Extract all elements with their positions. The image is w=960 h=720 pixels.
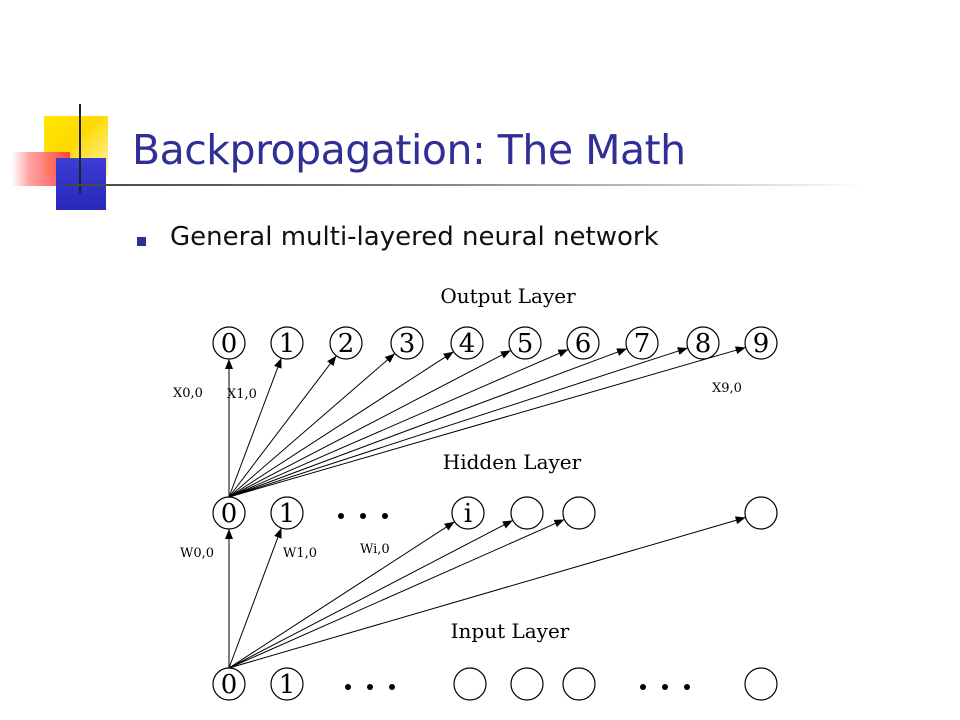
hidden-node-label: 1 — [279, 499, 296, 529]
weight-label-x10: X1,0 — [227, 387, 257, 402]
hidden-to-output-arrow — [228, 346, 746, 498]
output-node-label: 4 — [459, 329, 476, 359]
hidden-node — [562, 496, 596, 530]
hidden-to-output-arrow — [228, 351, 454, 498]
output-node — [508, 326, 542, 360]
output-node-label: 5 — [517, 329, 534, 359]
output-node — [270, 326, 304, 360]
input-node — [212, 667, 246, 701]
hidden-node — [510, 496, 544, 530]
output-node — [390, 326, 424, 360]
decor-vertical-line — [79, 104, 81, 194]
input-to-hidden-arrow — [228, 521, 455, 669]
hidden-node — [744, 496, 778, 530]
input-node — [562, 667, 596, 701]
input-node-label: 0 — [221, 670, 238, 700]
hidden-node-label: i — [464, 499, 472, 529]
output-node-label: 7 — [634, 329, 651, 359]
weight-label-x00: X0,0 — [173, 386, 203, 401]
hidden-to-output-arrow — [228, 347, 688, 498]
output-node — [329, 326, 363, 360]
input-node — [510, 667, 544, 701]
output-node — [450, 326, 484, 360]
input-node — [270, 667, 304, 701]
hidden-to-output-arrow — [228, 355, 337, 498]
output-node — [744, 326, 778, 360]
hidden-to-output-arrow — [228, 349, 512, 498]
weight-label-wi0: Wi,0 — [360, 542, 390, 557]
weight-label-w10: W1,0 — [283, 546, 317, 561]
slide-title: Backpropagation: The Math — [132, 126, 686, 174]
output-node-label: 3 — [399, 329, 416, 359]
bullet-text: General multi-layered neural network — [170, 222, 659, 252]
input-to-hidden-arrow — [228, 527, 282, 669]
output-node — [212, 326, 246, 360]
output-node-label: 1 — [279, 329, 296, 359]
hidden-to-output-arrow — [228, 348, 628, 498]
input-node — [453, 667, 487, 701]
input-node — [744, 667, 778, 701]
output-node-label: 9 — [753, 329, 770, 359]
output-node — [686, 326, 720, 360]
output-node-label: 6 — [575, 329, 592, 359]
input-node-label: 1 — [279, 670, 296, 700]
hidden-ellipsis — [338, 513, 388, 519]
output-node — [566, 326, 600, 360]
decor-title-rule — [66, 184, 866, 186]
bullet-square-icon — [137, 237, 146, 246]
input-layer-label: Input Layer — [451, 619, 570, 643]
hidden-node — [212, 496, 246, 530]
hidden-node — [451, 496, 485, 530]
hidden-to-output-arrow — [228, 348, 569, 498]
hidden-layer-label: Hidden Layer — [443, 450, 582, 474]
input-to-hidden-arrow — [228, 519, 514, 669]
input-to-hidden-arrow — [228, 516, 746, 669]
hidden-node — [270, 496, 304, 530]
output-node-label: 8 — [695, 329, 712, 359]
hidden-to-output-arrow — [228, 353, 396, 498]
weight-label-x90: X9,0 — [712, 381, 742, 396]
output-node-label: 2 — [338, 329, 355, 359]
hidden-node-label: 0 — [221, 499, 238, 529]
weight-label-w00: W0,0 — [180, 546, 214, 561]
input-to-hidden-arrow — [228, 519, 565, 669]
input-ellipsis — [640, 684, 690, 690]
hidden-to-output-arrow — [228, 357, 282, 498]
output-layer-label: Output Layer — [440, 284, 576, 308]
output-node — [625, 326, 659, 360]
output-node-label: 0 — [221, 329, 238, 359]
input-ellipsis — [345, 684, 395, 690]
